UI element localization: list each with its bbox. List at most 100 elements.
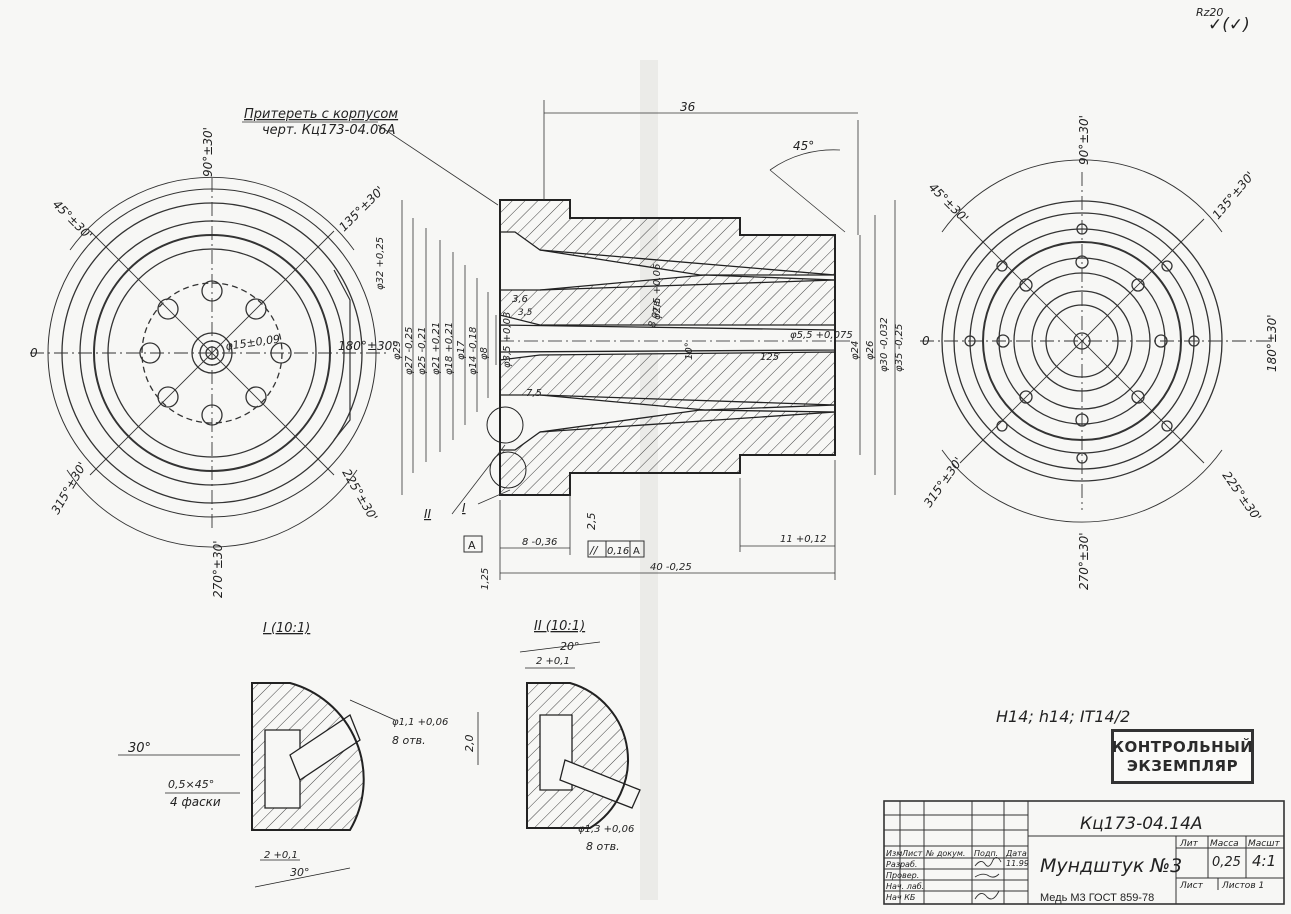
dim-d29: φ29 (392, 341, 403, 360)
lap-note-line2: черт. Кц173-04.06А (262, 123, 395, 138)
dim-d32: φ32 +0,25 (375, 237, 386, 290)
parallel-value: 0,16 (607, 546, 629, 557)
fold-shadow (640, 60, 658, 900)
right-diameter-labels: φ5,5 +0,075 φ24 φ26 φ30 -0,032 φ35 -0,25 (790, 317, 905, 372)
title-mass-label: Масса (1210, 839, 1239, 849)
dim-d26: φ26 (865, 341, 876, 360)
title-block (883, 800, 1285, 905)
stamp-line2: ЭКЗЕМПЛЯР (1126, 756, 1239, 775)
drawing-label: Нач КБ (886, 893, 916, 902)
drawing-label: 11.99 (1006, 859, 1029, 868)
dim-40: 40 -0,25 (650, 562, 692, 573)
right-zero-label: 0 (922, 334, 930, 348)
dim-125: 125 (760, 352, 779, 363)
right-angle-135: 135°±30' (1210, 169, 1258, 222)
drawing-label: Изм (886, 849, 902, 858)
detail1-hole: φ1,1 +0,06 (392, 717, 448, 728)
detail1-bottom30: 30° (290, 866, 310, 879)
left-angle-180: 180°±30' (338, 339, 396, 353)
title-sheet: Лист (1179, 881, 1204, 891)
title-lit: Лит (1179, 839, 1199, 849)
dim-3-6: 3,6 (512, 294, 528, 305)
left-angle-225: 225°±30' (339, 467, 380, 524)
left-angle-45: 45°±30' (50, 197, 95, 242)
right-angle-225: 225°±30' (1220, 469, 1264, 524)
stamp-line1: КОНТРОЛЬНЫЙ (1111, 737, 1254, 756)
dim-d18: φ18 +0,21 (444, 322, 455, 375)
dim-8: 8 -0,36 (522, 537, 557, 548)
lap-note-line1: Притереть с корпусом (244, 107, 398, 122)
drawing-label: Лист (901, 849, 923, 858)
dim-angle-10: 10° (684, 342, 695, 360)
dim-d27: φ27 -0,25 (404, 327, 415, 375)
left-angle-90: 90°±30' (201, 127, 215, 177)
title-mass: 0,25 (1212, 855, 1241, 870)
left-zero-label: 0 (30, 346, 38, 360)
right-angle-180: 180°±30' (1265, 314, 1279, 372)
detail2-title: II (10:1) (534, 619, 585, 634)
detail1-chamfer: 0,5×45° (168, 778, 214, 791)
detail1-chamfer-count: 4 фаски (170, 795, 221, 809)
right-angle-90: 90°±30' (1077, 115, 1091, 165)
drawing-label: Подп. (974, 849, 998, 858)
title-code: Кц173-04.14А (1080, 814, 1203, 834)
dim-d35: φ3,5 +0,03 (502, 312, 513, 368)
drawing-label: Нач. лаб. (886, 882, 924, 891)
dim-angle-45: 45° (793, 139, 814, 153)
dim-d21: φ21 +0,21 (431, 322, 442, 375)
dim-d24: φ24 (850, 341, 861, 360)
roughness-symbol: ✓(✓) (1208, 15, 1250, 35)
drawing-label: Провер. (886, 871, 919, 880)
right-angle-315: 315°±30' (921, 455, 965, 510)
detail1-angle30: 30° (128, 741, 151, 756)
dim-7-5: 7,5 (526, 388, 542, 399)
title-sheets: Листов 1 (1221, 881, 1264, 891)
dim-36: 36 (680, 100, 696, 114)
dim-d55: φ5,5 +0,075 (790, 330, 853, 341)
tolerance-note: H14; h14; IT14/2 (996, 707, 1130, 726)
right-angle-270: 270°±30' (1077, 532, 1091, 590)
drawing-label: № докум. (925, 849, 965, 858)
title-name: Мундштук №3 (1040, 855, 1182, 877)
dim-holes: φ2,5 +0,06 (652, 264, 663, 320)
parallel-symbol: // (589, 544, 599, 557)
dim-3-5: 3,5 (518, 308, 533, 318)
detail-I (118, 682, 396, 888)
right-end-view (920, 159, 1270, 523)
datum-box (463, 535, 483, 553)
detail1-d2: 2 +0,1 (264, 850, 298, 861)
dim-d25: φ25 -0,21 (417, 327, 428, 375)
dim-d30: φ30 -0,032 (879, 317, 890, 372)
detail2-angle20: 20° (560, 640, 580, 653)
dim-1-25: 1,25 (480, 568, 491, 590)
left-diameter-labels: φ32 +0,25 φ29 φ27 -0,25 φ25 -0,21 φ21 +0… (375, 237, 513, 375)
dim-d8: φ8 (479, 347, 490, 360)
datum-label: А (468, 539, 476, 552)
signatures (974, 857, 1002, 900)
left-angle-270: 270°±30' (211, 540, 225, 598)
title-block-headers: Изм Лист № докум. Подп. Дата Разраб. Про… (886, 849, 1029, 902)
left-angle-135: 135°±30' (336, 184, 387, 235)
detail2-hole: φ1,3 +0,06 (578, 824, 634, 835)
detail2-hole-count: 8 отв. (586, 840, 620, 853)
dim-11: 11 +0,12 (780, 534, 827, 545)
parallelism-frame (587, 540, 645, 558)
right-angle-45: 45°±30' (926, 180, 971, 225)
detail2-d20: 2,0 (463, 735, 476, 753)
left-angle-315: 315°±30' (48, 460, 89, 517)
left-end-view (30, 176, 390, 548)
drawing-label: Дата (1005, 849, 1027, 858)
dim-d35-outer: φ35 -0,25 (894, 324, 905, 372)
roughness-label: Rz20 (1196, 6, 1223, 19)
detail1-hole-count: 8 отв. (392, 734, 426, 747)
detail2-d2: 2 +0,1 (536, 656, 570, 667)
drawing-label: Разраб. (886, 860, 917, 869)
title-scale: 4:1 (1252, 852, 1276, 870)
dim-holes-count: 8 отв. (647, 297, 663, 329)
control-copy-stamp: КОНТРОЛЬНЫЙ ЭКЗЕМПЛЯР (1111, 729, 1254, 784)
dim-d17: φ17 (456, 340, 467, 360)
mark-I: I (462, 501, 466, 515)
dim-d14: φ14 -0,18 (468, 327, 479, 375)
